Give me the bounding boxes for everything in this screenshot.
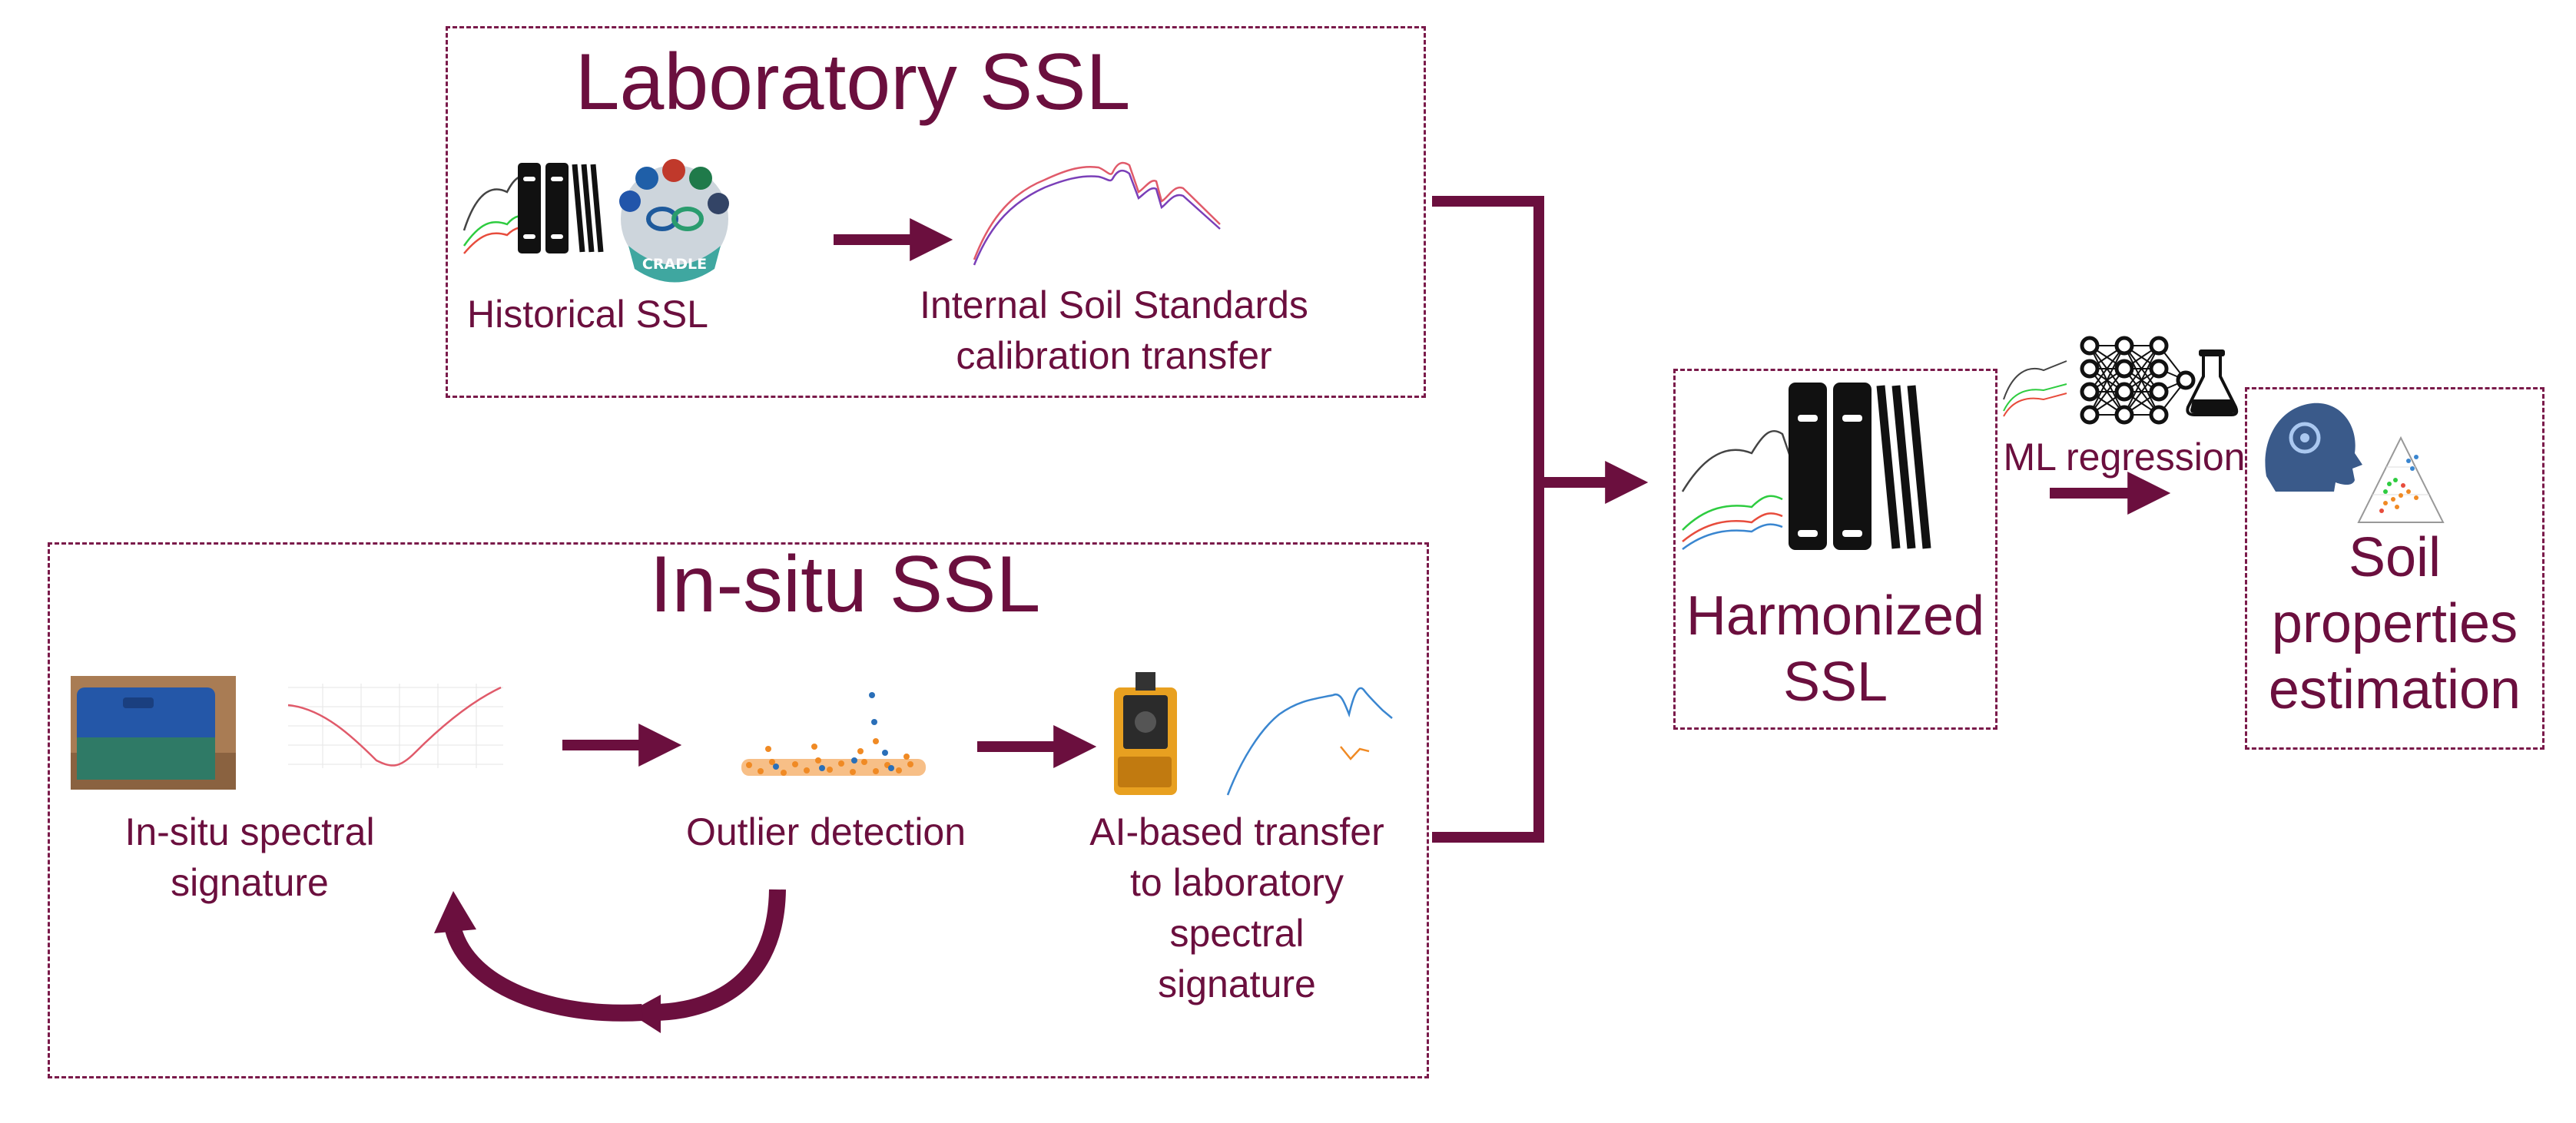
spectrometer-icon (1114, 672, 1177, 795)
merge-bracket (1432, 196, 1649, 843)
harmonized-ssl-box (1673, 369, 1997, 730)
insitu-spectral-label-line2: signature (171, 861, 329, 904)
soil-properties-box (2245, 387, 2545, 750)
flask-icon (2186, 349, 2239, 416)
feedback-arrow (434, 889, 786, 1033)
ml-regression-label: ML regression (2003, 436, 2246, 479)
ternary-plot-icon (2357, 436, 2445, 523)
ai-transfer-label-line3: spectral (1169, 912, 1305, 955)
svg-text:CRADLE: CRADLE (642, 256, 707, 273)
insitu-ssl-title: In-situ SSL (649, 540, 1041, 629)
soil-sensor-photo (71, 676, 236, 790)
soil-label-line3: estimation (2268, 659, 2521, 721)
insitu-spectrum-chart (275, 676, 506, 790)
historical-ssl-label: Historical SSL (467, 293, 708, 336)
laboratory-ssl-box (446, 26, 1426, 398)
harmonized-books-icon (1789, 383, 1931, 550)
standards-label-line1: Internal Soil Standards (920, 283, 1308, 326)
brain-gear-icon (2265, 402, 2362, 492)
transferred-spectra-icon (1226, 687, 1393, 796)
insitu-ssl-box (48, 542, 1429, 1078)
outlier-scatter-icon (741, 692, 926, 776)
standards-label-line2: calibration transfer (956, 334, 1272, 377)
laboratory-ssl-title: Laboratory SSL (575, 38, 1131, 127)
geo-cradle-logo: CRADLE (619, 159, 729, 283)
ai-transfer-label-line1: AI-based transfer (1089, 810, 1384, 853)
ai-transfer-label-line4: signature (1158, 962, 1316, 1005)
ai-transfer-label-line2: to laboratory (1130, 861, 1344, 904)
soil-label-line1: Soil (2348, 527, 2442, 588)
harmonized-label-line1: Harmonized (1686, 585, 1985, 647)
soil-label-line2: properties (2271, 593, 2518, 654)
lab-books-icon (518, 163, 604, 253)
harmonized-spectra-icon (1681, 429, 1793, 550)
neural-network-icon (2080, 336, 2196, 425)
standards-spectra-icon (973, 161, 1221, 266)
ml-spectra-icon (2003, 360, 2067, 417)
outlier-detection-label: Outlier detection (685, 810, 966, 853)
harmonized-label-line2: SSL (1782, 651, 1888, 713)
insitu-spectral-label-line1: In-situ spectral (124, 810, 375, 853)
